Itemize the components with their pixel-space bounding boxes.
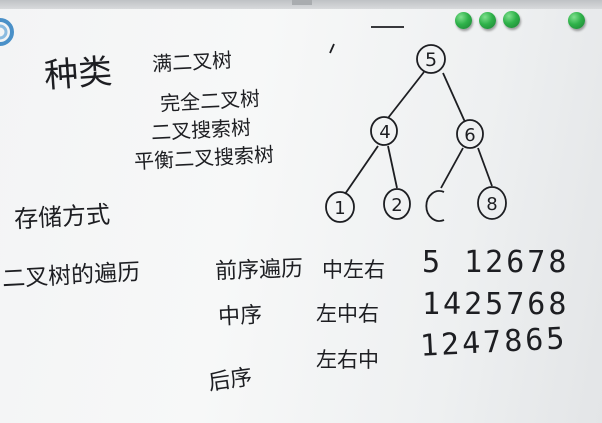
magnet-icon xyxy=(455,12,472,29)
tree-edge xyxy=(387,145,398,189)
tree-edge xyxy=(344,145,379,195)
logo-icon xyxy=(0,18,14,46)
tree-node-value: 1 xyxy=(334,198,345,219)
magnet-icon xyxy=(568,12,585,29)
tree-node-circle xyxy=(416,44,446,74)
magnet-icon xyxy=(503,11,520,28)
tree-node-value: 8 xyxy=(486,194,497,215)
row-preorder-order: 中左右 xyxy=(322,258,385,282)
tree-root-value: 5 xyxy=(425,49,437,71)
tree-edge xyxy=(442,72,466,123)
row-inorder-sequence: 1425768 xyxy=(422,287,570,322)
tree-edge xyxy=(477,147,493,187)
tree-node-circle xyxy=(370,116,398,146)
frame-clip xyxy=(292,0,312,5)
tree-edge xyxy=(387,71,425,119)
tree-node-circle xyxy=(456,119,484,149)
tree-node-circle xyxy=(383,188,411,220)
tree-node-value: 6 xyxy=(464,125,475,146)
tree-node-circle xyxy=(477,186,507,220)
tree-node-value: 4 xyxy=(379,122,390,143)
row-inorder-order: 左中右 xyxy=(316,302,379,326)
tree-node-circle xyxy=(425,190,445,222)
row-postorder-order: 左右中 xyxy=(316,348,379,372)
tree-node-value: 2 xyxy=(391,195,402,216)
magnet-icon xyxy=(479,12,496,29)
tree-node-value: 7 xyxy=(435,197,445,216)
row-preorder-sequence: 5 12678 xyxy=(422,245,570,280)
tree-node-circle xyxy=(325,191,355,223)
stray-stroke xyxy=(329,43,335,54)
tree-edge xyxy=(440,147,464,189)
